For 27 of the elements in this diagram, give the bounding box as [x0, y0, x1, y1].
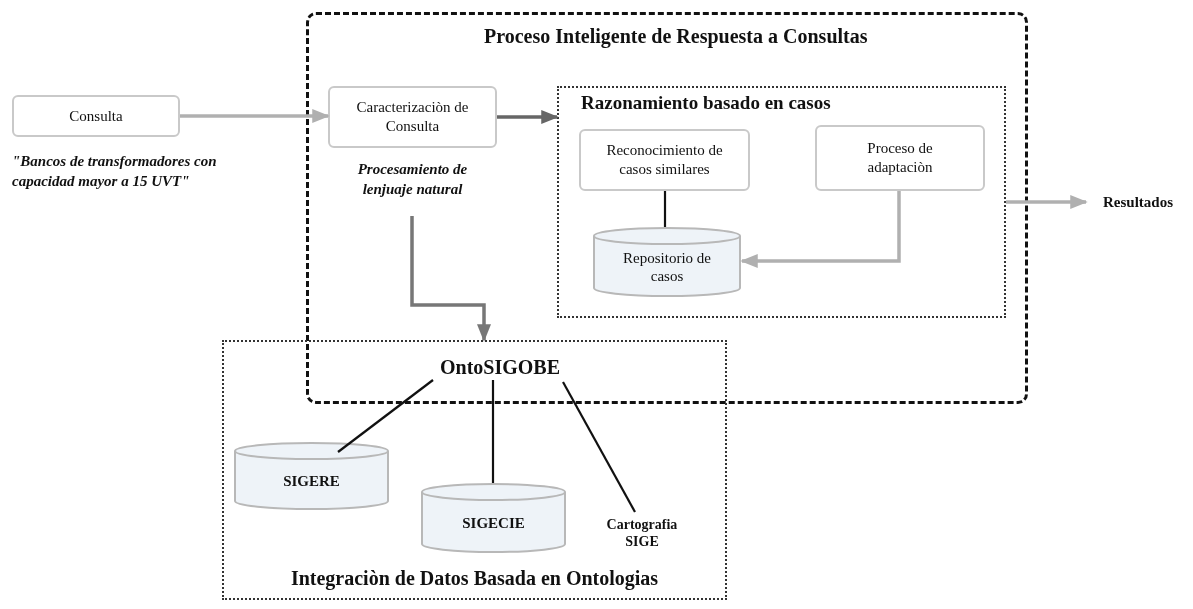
- annotation-text: Procesamiento de lenjuaje natural: [356, 160, 469, 199]
- arrow: [740, 191, 901, 268]
- process-box: Consulta: [12, 95, 180, 137]
- database-label: SIGECIE: [462, 514, 525, 532]
- database-label: Repositorio de casos: [622, 249, 712, 285]
- connector-line: [491, 380, 495, 483]
- connector-line: [663, 191, 667, 227]
- process-box: Reconocimiento de casos similares: [579, 129, 750, 191]
- group-heading: Proceso Inteligente de Respuesta a Consultas: [484, 25, 868, 48]
- connector-line: [562, 381, 636, 513]
- group-heading: Razonamiento basado en casos: [581, 92, 831, 114]
- process-boundary: [306, 12, 1028, 404]
- arrow: [410, 216, 491, 342]
- process-box: Proceso de adaptaciòn: [815, 125, 985, 191]
- annotation-text: "Bancos de transformadores con capacidad mayor a 15 UVT": [12, 152, 218, 191]
- arrow: [180, 109, 330, 123]
- node-label: Cartografia SIGE: [605, 517, 679, 551]
- node-label: Resultados: [1103, 193, 1173, 211]
- process-box: Caracterizaciòn de Consulta: [328, 86, 497, 148]
- group-box: [222, 340, 727, 600]
- group-box: [557, 86, 1006, 318]
- node-label: OntoSIGOBE: [439, 355, 560, 379]
- connector-line: [337, 379, 434, 453]
- database-label: SIGERE: [283, 472, 340, 490]
- group-heading: Integraciòn de Datos Basada en Ontologias: [289, 567, 660, 590]
- arrow: [497, 110, 559, 124]
- arrow: [1006, 195, 1088, 209]
